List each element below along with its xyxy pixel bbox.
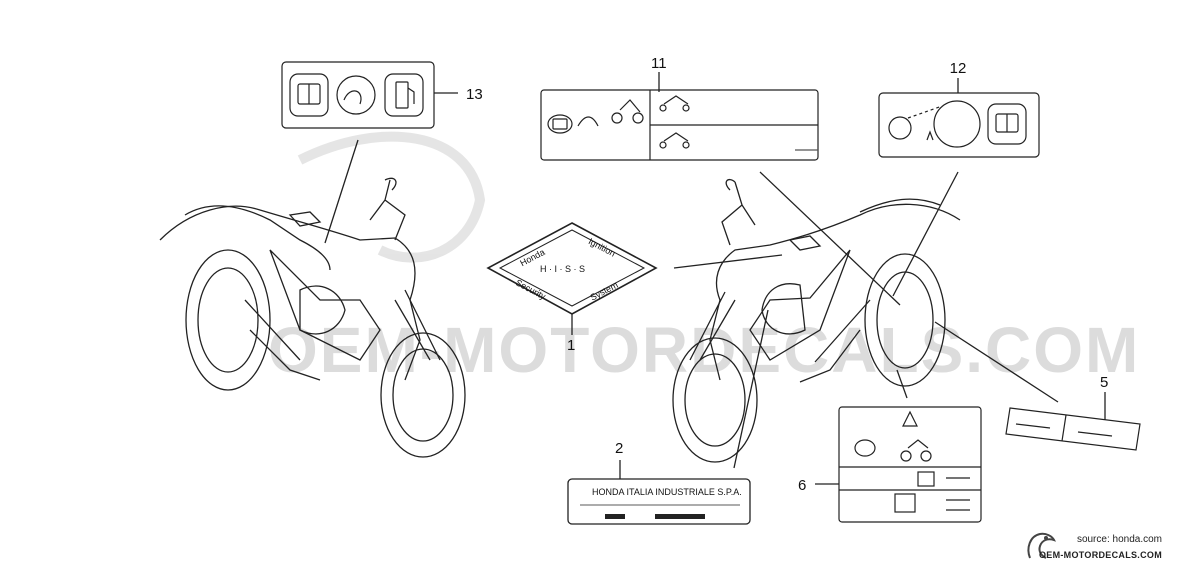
watermark-text: OEM-MOTORDECALS.COM: [268, 314, 1140, 386]
motorcycle-right: [672, 178, 961, 463]
watermark: OEM-MOTORDECALS.COM: [268, 131, 1140, 386]
leader-lines: [324, 72, 1106, 485]
callout-numbers: 13 11 12 1 2 6 5: [466, 55, 1108, 494]
label-12: [878, 92, 1040, 158]
label-1: Honda Ignition H · I · S · S Security Sy…: [486, 222, 658, 315]
callout-2: 2: [615, 440, 623, 457]
label-2: HONDA ITALIA INDUSTRIALE S.P.A.: [567, 478, 751, 525]
label-6: [838, 406, 982, 523]
callout-5: 5: [1100, 374, 1108, 391]
plate-text: HONDA ITALIA INDUSTRIALE S.P.A.: [592, 487, 742, 497]
callout-12: 12: [950, 60, 967, 77]
callout-11: 11: [651, 55, 667, 72]
callout-1: 1: [567, 337, 575, 354]
motorcycle-left: [159, 177, 466, 458]
badge-text-hiss: H · I · S · S: [540, 264, 585, 274]
source-caption: source: honda.com: [1076, 534, 1162, 545]
label-11: [540, 89, 819, 161]
callout-6: 6: [798, 477, 806, 494]
label-5: [1005, 407, 1141, 451]
site-caption: OEM-MOTORDECALS.COM: [1038, 550, 1162, 560]
bird-logo-icon: [1027, 532, 1056, 559]
label-13: [281, 61, 435, 129]
badge-text-security: Security: [514, 277, 548, 301]
callout-13: 13: [466, 86, 483, 103]
